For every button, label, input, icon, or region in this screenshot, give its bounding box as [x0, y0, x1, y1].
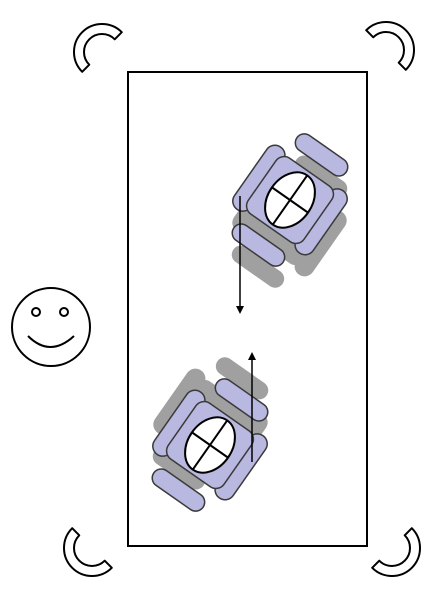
table-rectangle — [127, 71, 368, 547]
robot-top-right — [231, 133, 349, 288]
corner-bracket-icon — [63, 527, 113, 577]
corner-bracket-icon — [73, 23, 123, 73]
corner-bracket-icon — [371, 527, 421, 577]
robot-bottom-left — [151, 357, 269, 512]
corner-bracket-icon — [365, 21, 415, 71]
smiley-face-icon — [11, 287, 91, 367]
